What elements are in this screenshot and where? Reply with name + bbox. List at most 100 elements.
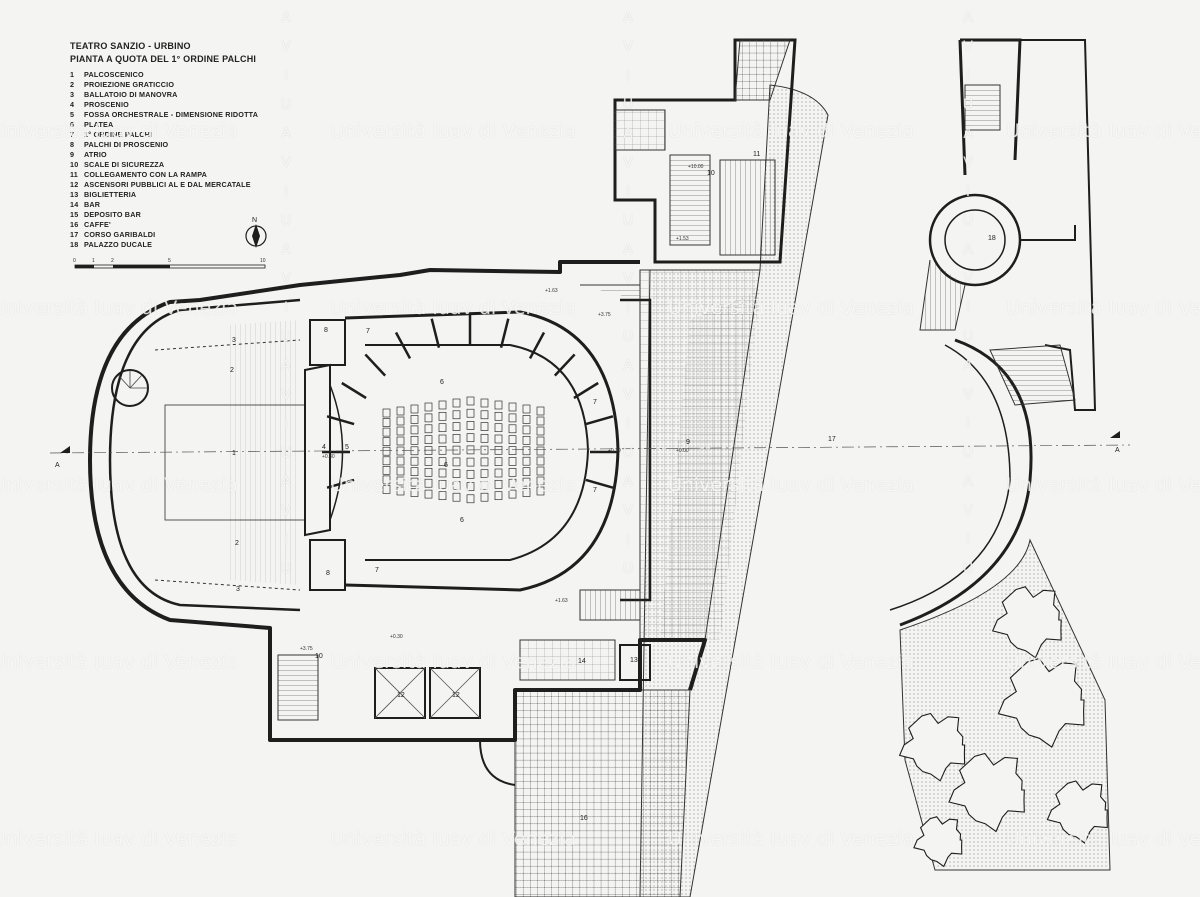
atrium-paving-diagonal — [660, 290, 760, 640]
label-stair-bottom: 10 — [315, 653, 323, 660]
bar-room — [519, 639, 616, 681]
level-2: +1.53 — [676, 236, 689, 242]
seat — [480, 469, 489, 479]
seat — [410, 477, 419, 487]
lift-a-cross — [374, 667, 426, 719]
seat — [480, 433, 489, 443]
level-1: +10.00 — [688, 164, 704, 170]
label-stair-top: 10 — [707, 170, 715, 177]
legend-label: PALCOSCENICO — [84, 70, 144, 79]
scale-bar: 0 1 2 5 10 — [73, 258, 266, 269]
ramp — [734, 39, 791, 101]
label-box-bottom-left: 7 — [375, 567, 379, 574]
label-atrium: 9 — [686, 439, 690, 446]
seat — [536, 476, 545, 486]
seat — [396, 446, 405, 456]
seat — [410, 425, 419, 435]
cafe-paving — [514, 689, 691, 897]
proscenium-box-top — [309, 319, 346, 366]
seat — [438, 457, 447, 467]
seat — [536, 446, 545, 456]
ramp-link — [719, 159, 776, 256]
legend-label: BIGLIETTERIA — [84, 190, 137, 199]
seat — [396, 486, 405, 496]
label-corso: 17 — [828, 436, 836, 443]
box-divider — [573, 381, 599, 400]
tree — [997, 657, 1085, 748]
boxes-outer-ring — [344, 310, 620, 592]
seat — [508, 446, 517, 455]
seat — [536, 436, 545, 446]
label-stalls-top: 6 — [440, 379, 444, 386]
box-divider — [341, 381, 367, 400]
seat — [522, 488, 531, 497]
terrace-inner-wall — [889, 344, 1011, 611]
seat — [466, 494, 475, 504]
level-8: +3.75 — [300, 646, 313, 652]
legend-label: SCALE DI SICUREZZA — [84, 160, 165, 169]
legend-number: 7 — [70, 130, 75, 139]
north-landing — [614, 109, 666, 151]
seat — [452, 481, 461, 490]
legend-number: 13 — [70, 190, 79, 199]
seat — [522, 477, 531, 487]
seat — [494, 434, 503, 444]
seat — [494, 479, 503, 489]
box-divider — [528, 331, 546, 360]
box-divider — [326, 415, 355, 426]
seat — [522, 446, 531, 456]
seat — [396, 456, 405, 466]
scale-tick-2: 2 — [111, 258, 114, 264]
north-label: N — [252, 217, 257, 224]
legend-label: PLATEA — [84, 120, 114, 129]
seat — [466, 469, 475, 479]
seat — [508, 478, 517, 488]
tree — [913, 816, 963, 868]
lift-b-cross — [429, 667, 481, 719]
box-divider — [585, 415, 614, 426]
seat — [452, 422, 461, 431]
lift-a — [374, 667, 426, 719]
seat — [382, 485, 391, 494]
seat — [424, 489, 433, 499]
box-dividers — [322, 314, 618, 489]
proscenium-wall — [304, 363, 331, 537]
seat — [382, 437, 391, 447]
seat — [396, 426, 405, 436]
label-pbox-top: 8 — [324, 327, 328, 334]
drawing-title: TEATRO SANZIO - URBINO — [70, 41, 191, 51]
legend-number: 2 — [70, 80, 75, 89]
box-divider — [364, 353, 387, 377]
legend-number: 4 — [70, 100, 75, 109]
seat — [536, 416, 545, 426]
seat — [522, 425, 531, 435]
legend-label: COLLEGAMENTO CON LA RAMPA — [84, 170, 208, 179]
proscenium-box-bottom — [309, 539, 346, 591]
seat — [480, 422, 489, 431]
seat — [452, 469, 461, 479]
seat — [452, 457, 461, 467]
scale-tick-5: 5 — [168, 258, 171, 264]
box-divider — [553, 353, 576, 377]
palazzo-stair — [964, 84, 1001, 131]
seat — [508, 413, 517, 423]
level-markers: +10.00 +1.53 +1.63 +3.75 +0.30 +0.00 +1.… — [300, 164, 704, 652]
seat — [480, 481, 489, 490]
seat — [466, 408, 475, 418]
seat — [438, 479, 447, 489]
label-grid-bottom: 2 — [235, 540, 239, 547]
legend-label: CORSO GARIBALDI — [84, 230, 156, 239]
seat — [452, 433, 461, 443]
seat — [382, 475, 391, 485]
box-divider — [499, 318, 510, 348]
